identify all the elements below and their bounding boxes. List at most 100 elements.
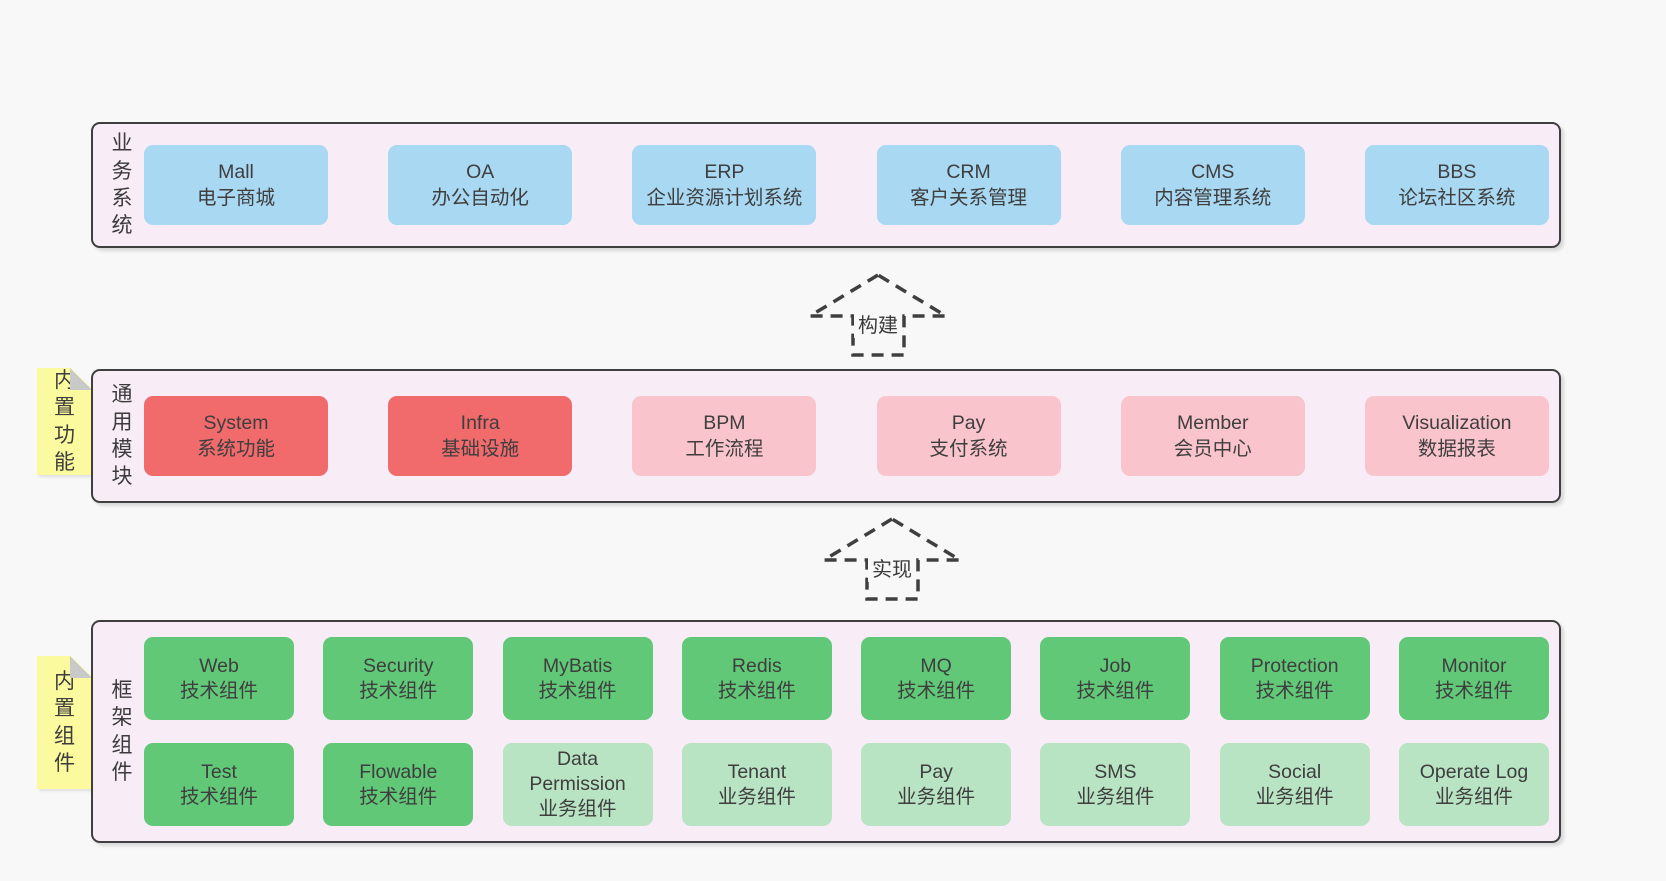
node-title: OA bbox=[466, 161, 495, 183]
band-business-systems: 业务系统 Mall 电子商城 OA 办公自动化 ERP 企业资源计划系统 CRM… bbox=[91, 122, 1561, 248]
arrow-implement: 实现 bbox=[820, 516, 964, 602]
band-business-content: Mall 电子商城 OA 办公自动化 ERP 企业资源计划系统 CRM 客户关系… bbox=[134, 145, 1559, 225]
band-label-common-modules: 通用模块 bbox=[111, 383, 133, 489]
node-title: CRM bbox=[946, 161, 991, 183]
node-title: BBS bbox=[1437, 161, 1477, 183]
node-title: Redis bbox=[731, 654, 782, 677]
node-title: CMS bbox=[1191, 161, 1235, 183]
node-member: Member 会员中心 bbox=[1120, 396, 1305, 476]
node-subtitle: 工作流程 bbox=[685, 438, 764, 460]
node-title: Test bbox=[201, 760, 237, 783]
node-subtitle: 技术组件 bbox=[1076, 679, 1155, 702]
band-label-business-systems: 业务系统 bbox=[111, 132, 133, 238]
node-social: Social 业务组件 bbox=[1219, 743, 1370, 826]
components-row-2: Test 技术组件 Flowable 技术组件 Data Permission … bbox=[144, 743, 1549, 826]
node-sms: SMS 业务组件 bbox=[1040, 743, 1191, 826]
node-title: SMS bbox=[1094, 760, 1137, 783]
node-title: Mall bbox=[218, 161, 254, 183]
node-monitor: Monitor 技术组件 bbox=[1398, 637, 1549, 720]
node-title: Operate Log bbox=[1419, 760, 1529, 783]
node-subtitle: 技术组件 bbox=[1255, 679, 1334, 702]
node-subtitle: 业务组件 bbox=[538, 798, 617, 820]
node-subtitle: 技术组件 bbox=[359, 679, 438, 702]
node-title: Visualization bbox=[1402, 412, 1512, 434]
node-title: Flowable bbox=[359, 760, 438, 783]
node-subtitle: 系统功能 bbox=[196, 438, 275, 460]
node-subtitle: 技术组件 bbox=[1434, 679, 1513, 702]
node-title: Social bbox=[1268, 760, 1322, 783]
node-subtitle: 支付系统 bbox=[929, 438, 1008, 460]
node-title: Security bbox=[363, 654, 434, 677]
node-subtitle: 业务组件 bbox=[1076, 785, 1155, 808]
node-mq: MQ 技术组件 bbox=[861, 637, 1012, 720]
node-title: ERP bbox=[704, 161, 745, 183]
block-arrow-up-icon bbox=[820, 516, 964, 601]
node-subtitle: 办公自动化 bbox=[431, 187, 529, 209]
node-visualization: Visualization 数据报表 bbox=[1364, 396, 1549, 476]
node-title: MQ bbox=[920, 654, 952, 677]
node-subtitle: 内容管理系统 bbox=[1154, 187, 1272, 209]
arrow-build: 构建 bbox=[806, 272, 950, 358]
band-modules-content: System 系统功能 Infra 基础设施 BPM 工作流程 Pay 支付系统… bbox=[134, 396, 1559, 476]
node-crm: CRM 客户关系管理 bbox=[876, 145, 1061, 225]
node-erp: ERP 企业资源计划系统 bbox=[632, 145, 817, 225]
node-title: Protection bbox=[1250, 654, 1339, 677]
block-arrow-up-icon bbox=[806, 272, 950, 357]
node-data-permission: Data Permission 业务组件 bbox=[502, 743, 653, 826]
node-subtitle: 技术组件 bbox=[179, 785, 258, 808]
node-bbs: BBS 论坛社区系统 bbox=[1364, 145, 1549, 225]
node-title: Web bbox=[199, 654, 239, 677]
node-web: Web 技术组件 bbox=[144, 637, 294, 720]
node-security: Security 技术组件 bbox=[323, 637, 474, 720]
node-redis: Redis 技术组件 bbox=[681, 637, 832, 720]
node-title: Pay bbox=[951, 412, 986, 434]
node-mall: Mall 电子商城 bbox=[144, 145, 328, 225]
sticky-built-in-features: 内置功能 bbox=[37, 367, 93, 475]
node-subtitle: 电子商城 bbox=[196, 187, 275, 209]
components-row-1: Web 技术组件 Security 技术组件 MyBatis 技术组件 Redi… bbox=[144, 637, 1549, 720]
node-pay: Pay 支付系统 bbox=[876, 396, 1061, 476]
node-title: System bbox=[203, 412, 269, 434]
node-title: Tenant bbox=[727, 760, 787, 783]
node-subtitle: 企业资源计划系统 bbox=[646, 187, 803, 209]
node-test: Test 技术组件 bbox=[144, 743, 294, 826]
node-title: Job bbox=[1099, 654, 1132, 677]
node-infra: Infra 基础设施 bbox=[388, 396, 573, 476]
arrow-build-label: 构建 bbox=[854, 309, 902, 338]
node-subtitle: 技术组件 bbox=[717, 679, 796, 702]
sticky-built-in-components: 内置组件 bbox=[37, 655, 93, 789]
node-subtitle: 会员中心 bbox=[1173, 438, 1252, 460]
node-subtitle: 业务组件 bbox=[1255, 785, 1334, 808]
node-job: Job 技术组件 bbox=[1040, 637, 1191, 720]
node-system: System 系统功能 bbox=[144, 396, 328, 476]
node-title: Data Permission bbox=[529, 748, 626, 795]
node-subtitle: 业务组件 bbox=[717, 785, 796, 808]
band-label-framework-components: 框架组件 bbox=[111, 678, 133, 784]
node-pay-business: Pay 业务组件 bbox=[861, 743, 1012, 826]
node-subtitle: 论坛社区系统 bbox=[1398, 187, 1516, 209]
band-common-modules: 通用模块 System 系统功能 Infra 基础设施 BPM 工作流程 Pay… bbox=[91, 369, 1561, 503]
node-subtitle: 数据报表 bbox=[1417, 438, 1496, 460]
business-row: Mall 电子商城 OA 办公自动化 ERP 企业资源计划系统 CRM 客户关系… bbox=[144, 145, 1549, 225]
arrow-implement-label: 实现 bbox=[868, 553, 916, 582]
node-protection: Protection 技术组件 bbox=[1219, 637, 1370, 720]
node-oa: OA 办公自动化 bbox=[388, 145, 573, 225]
node-subtitle: 基础设施 bbox=[441, 438, 520, 460]
node-subtitle: 技术组件 bbox=[538, 679, 617, 702]
node-title: Monitor bbox=[1441, 654, 1507, 677]
node-subtitle: 业务组件 bbox=[1434, 785, 1513, 808]
node-bpm: BPM 工作流程 bbox=[632, 396, 817, 476]
node-title: BPM bbox=[703, 412, 746, 434]
node-title: MyBatis bbox=[542, 654, 613, 677]
node-subtitle: 技术组件 bbox=[179, 679, 258, 702]
node-subtitle: 客户关系管理 bbox=[910, 187, 1028, 209]
node-subtitle: 技术组件 bbox=[897, 679, 976, 702]
node-cms: CMS 内容管理系统 bbox=[1120, 145, 1305, 225]
node-title: Infra bbox=[460, 412, 500, 434]
node-subtitle: 技术组件 bbox=[359, 785, 438, 808]
band-framework-components: 框架组件 Web 技术组件 Security 技术组件 MyBatis 技术组件… bbox=[91, 620, 1561, 843]
node-mybatis: MyBatis 技术组件 bbox=[502, 637, 653, 720]
node-title: Pay bbox=[919, 760, 953, 783]
node-title: Member bbox=[1176, 412, 1249, 434]
